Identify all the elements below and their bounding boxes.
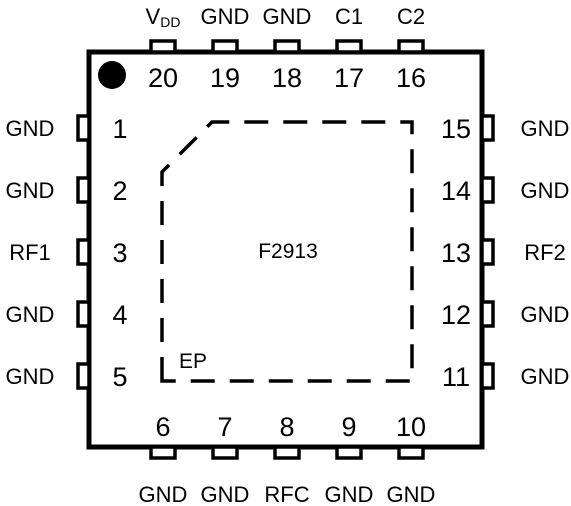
pin-pad-10: [397, 445, 425, 460]
pin-number-14: 14: [441, 176, 471, 206]
pin-number-7: 7: [217, 412, 232, 442]
pin-number-18: 18: [272, 63, 302, 93]
pin-name-right-4: GND: [521, 302, 570, 327]
pin-name-right-3: RF2: [524, 240, 566, 265]
pin-number-11: 11: [442, 362, 470, 392]
pin-pad-7: [211, 445, 239, 460]
pin-pad-6: [149, 445, 177, 460]
pin-pad-1: [76, 114, 91, 142]
exposed-pad-outline: [160, 120, 414, 383]
pin-pad-4: [76, 300, 91, 328]
pin-name-right-1: GND: [521, 116, 570, 141]
pin-number-4: 4: [112, 300, 127, 330]
pin-name-subscript: DD: [160, 14, 180, 30]
pin-name-left-2: GND: [6, 178, 55, 203]
pin-pad-17: [335, 39, 363, 54]
pin-name-left-4: GND: [6, 302, 55, 327]
pin-name-top-3: GND: [263, 4, 312, 29]
pin-number-1: 1: [112, 114, 127, 144]
pin1-marker-dot: [98, 61, 126, 89]
part-number-label: F2913: [258, 240, 318, 263]
pin-name-bottom-3: RFC: [264, 482, 309, 506]
exposed-pad-label: EP: [179, 350, 207, 373]
pin-number-17: 17: [334, 63, 364, 93]
pin-pad-9: [335, 445, 363, 460]
pin-name-bottom-5: GND: [387, 482, 436, 506]
pin-pad-8: [273, 445, 301, 460]
pin-number-3: 3: [112, 238, 127, 268]
pin-number-9: 9: [341, 412, 356, 442]
pin-name-bottom-1: GND: [139, 482, 188, 506]
pin-pad-2: [76, 176, 91, 204]
pin-name-top-4: C1: [335, 4, 363, 29]
pin-name-right-5: GND: [521, 364, 570, 389]
pin-pad-12: [480, 300, 495, 328]
pin-number-20: 20: [148, 63, 178, 93]
pin-number-15: 15: [441, 114, 471, 144]
pin-pad-15: [480, 114, 495, 142]
pin-name-left-1: GND: [6, 116, 55, 141]
pin-number-5: 5: [112, 362, 127, 392]
pin-number-19: 19: [210, 63, 240, 93]
pin-number-8: 8: [279, 412, 294, 442]
pin-name-bottom-2: GND: [201, 482, 250, 506]
pin-number-12: 12: [441, 300, 471, 330]
pin-pad-11: [480, 362, 495, 390]
pin-name-left-3: RF1: [9, 240, 51, 265]
pin-name-right-2: GND: [521, 178, 570, 203]
pin-pad-18: [273, 39, 301, 54]
pin-name-top-2: GND: [201, 4, 250, 29]
pin-number-6: 6: [155, 412, 170, 442]
pin-number-10: 10: [396, 412, 426, 442]
pin-pad-5: [76, 362, 91, 390]
pin-pad-3: [76, 238, 91, 266]
pin-number-16: 16: [396, 63, 426, 93]
pin-number-13: 13: [441, 238, 471, 268]
pin-name-left-5: GND: [6, 364, 55, 389]
pin-pad-16: [397, 39, 425, 54]
pin-pad-19: [211, 39, 239, 54]
pin-pad-13: [480, 238, 495, 266]
pin-pad-20: [149, 39, 177, 54]
pin-name-bottom-4: GND: [325, 482, 374, 506]
pin-number-2: 2: [112, 176, 127, 206]
pin-name-top-1: VDD: [146, 4, 181, 30]
pin-pad-14: [480, 176, 495, 204]
pin-name-top-5: C2: [397, 4, 425, 29]
